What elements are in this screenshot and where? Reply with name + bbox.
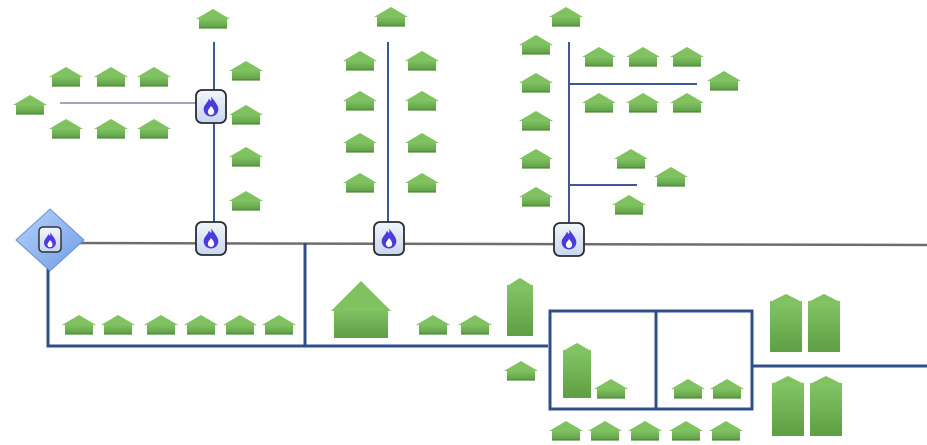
house-icon <box>229 105 263 125</box>
house-icon <box>405 91 439 111</box>
flame-valve-icon[interactable] <box>553 222 585 257</box>
house-icon <box>614 149 648 169</box>
house-icon <box>626 93 660 113</box>
house-icon <box>612 195 646 215</box>
house-icon <box>458 315 492 335</box>
house-icon <box>504 361 538 381</box>
tall-building-icon <box>563 343 591 398</box>
branch-pipes <box>213 42 697 226</box>
tall-building-icon <box>810 376 842 436</box>
house-icon <box>594 379 628 399</box>
flame-valves <box>195 89 585 257</box>
house-icon <box>519 149 553 169</box>
house-icon <box>654 167 688 187</box>
house-icon <box>670 93 704 113</box>
house-icon <box>343 173 377 193</box>
house-icon <box>229 191 263 211</box>
house-icon <box>669 421 703 441</box>
tall-building-icon <box>507 278 533 336</box>
house-icon <box>343 51 377 71</box>
house-icon <box>519 73 553 93</box>
house-icon <box>13 95 47 115</box>
house-icon <box>549 421 583 441</box>
house-icon <box>343 91 377 111</box>
house-icon <box>262 315 296 335</box>
house-icon <box>62 315 96 335</box>
tall-building-icon <box>770 294 802 352</box>
tall-building-icon <box>808 294 840 352</box>
house-icon <box>229 147 263 167</box>
house-icon <box>549 7 583 27</box>
house-icon <box>588 421 622 441</box>
house-icon <box>628 421 662 441</box>
house-icon <box>582 93 616 113</box>
house-icon <box>710 379 744 399</box>
house-icon <box>405 133 439 153</box>
house-icon <box>582 47 616 67</box>
house-icon <box>374 7 408 27</box>
house-icon <box>670 47 704 67</box>
distribution-pipes <box>46 243 927 411</box>
house-icon <box>196 9 230 29</box>
house-icon <box>343 133 377 153</box>
house-icon <box>707 71 741 91</box>
house-icon <box>671 379 705 399</box>
house-icon <box>519 187 553 207</box>
large-house-icon <box>331 281 391 338</box>
house-icon <box>405 173 439 193</box>
house-icon <box>519 35 553 55</box>
house-icon <box>184 315 218 335</box>
flame-valve-icon[interactable] <box>195 221 227 256</box>
house-icon <box>709 421 743 441</box>
house-icon <box>137 67 171 87</box>
house-icon <box>229 61 263 81</box>
house-icon <box>101 315 135 335</box>
house-icon <box>223 315 257 335</box>
main-gas-line <box>59 241 927 247</box>
house-icon <box>416 315 450 335</box>
house-icon <box>49 119 83 139</box>
tall-building-icon <box>772 376 804 436</box>
house-icon <box>405 51 439 71</box>
flame-valve-icon[interactable] <box>373 221 405 256</box>
gas-station-diamond-icon[interactable] <box>15 208 85 272</box>
large-buildings <box>331 278 842 436</box>
house-icon <box>519 111 553 131</box>
small-houses <box>13 7 744 441</box>
flame-valve-icon[interactable] <box>195 89 227 124</box>
house-icon <box>144 315 178 335</box>
house-icon <box>137 119 171 139</box>
house-icon <box>49 67 83 87</box>
house-icon <box>94 119 128 139</box>
house-icon <box>94 67 128 87</box>
house-icon <box>626 47 660 67</box>
